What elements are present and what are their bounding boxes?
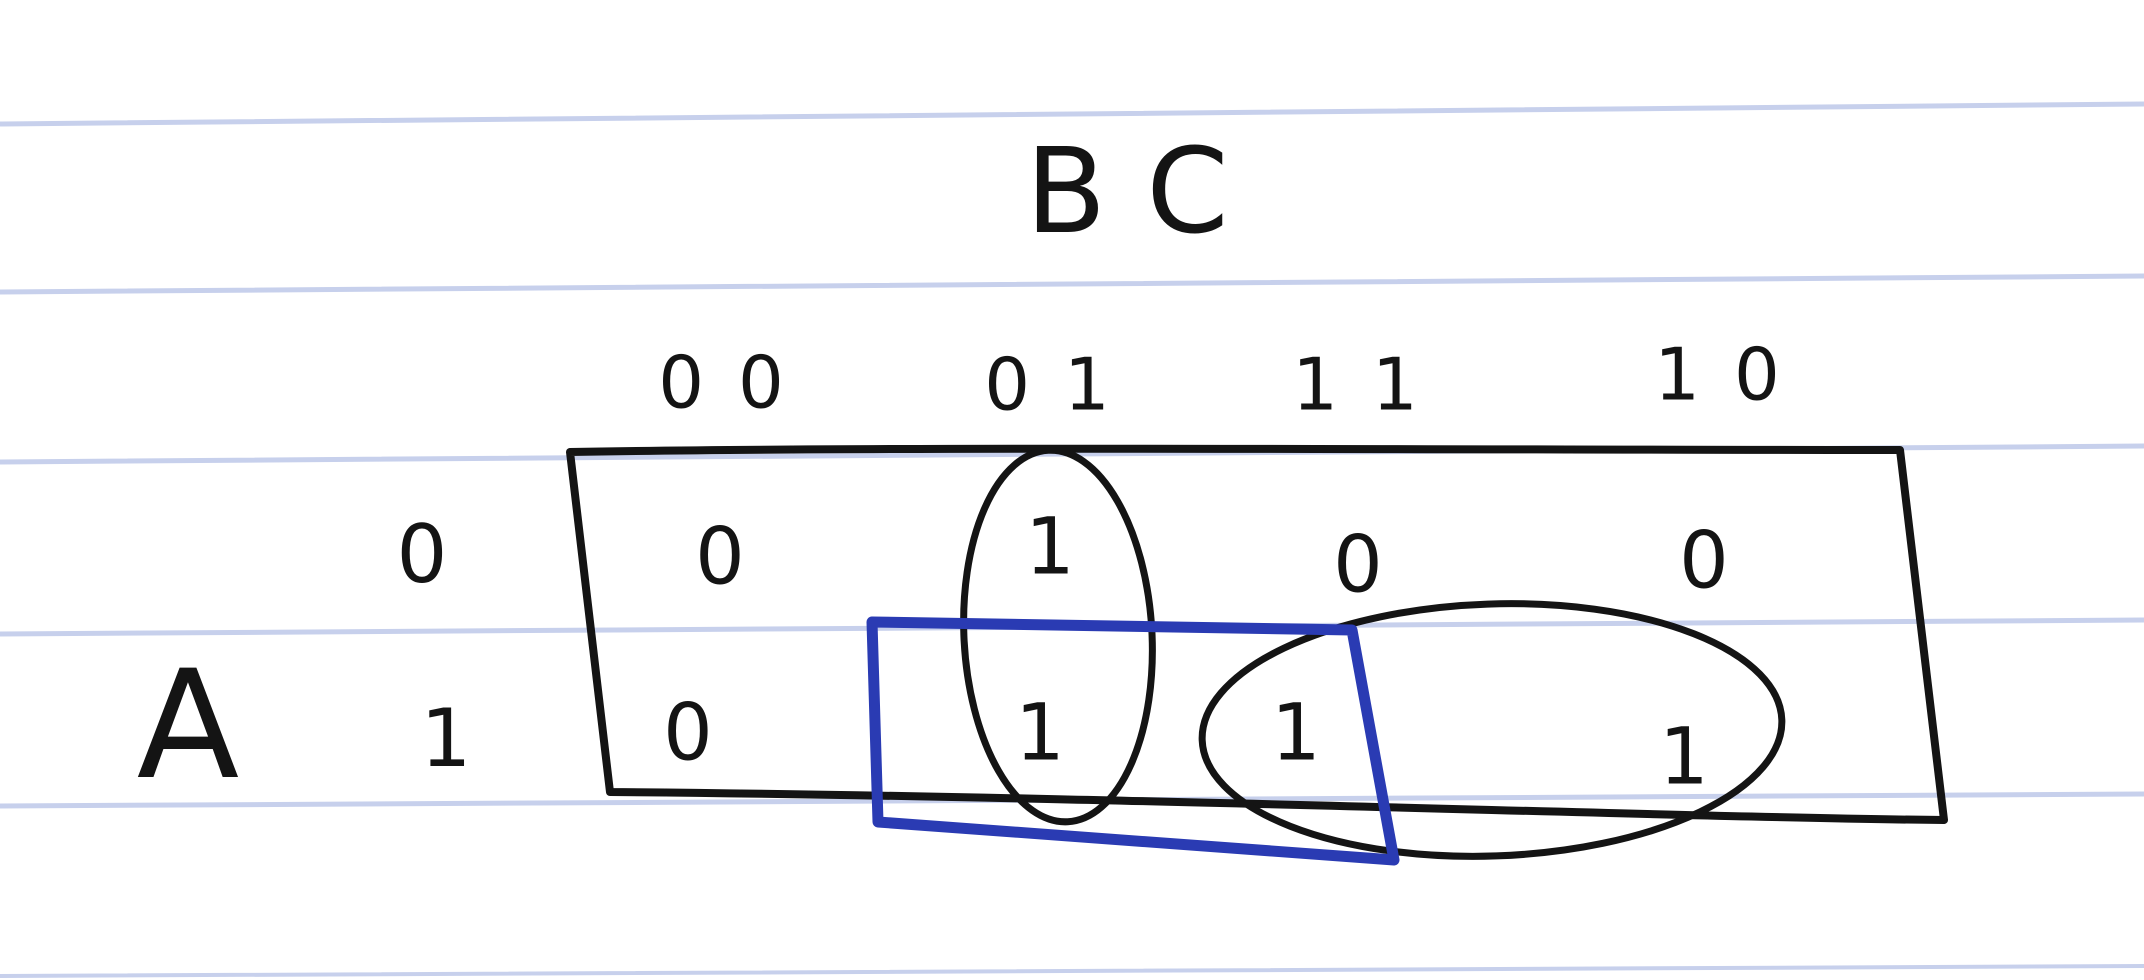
ruled-line	[0, 273, 2144, 295]
column-header: 01	[984, 343, 1144, 427]
ruled-line	[0, 101, 2144, 127]
kmap-cell: 0	[695, 512, 745, 602]
column-header: 10	[1654, 333, 1814, 417]
kmap-cell: 1	[1025, 502, 1075, 592]
kmap-frame	[566, 444, 1948, 824]
column-header: 00	[658, 341, 818, 425]
kmap-cells: 0 1 0 0 0 1 1 1	[663, 502, 1729, 802]
column-headers: 00 01 11 10	[658, 333, 1814, 427]
row-header: 1	[421, 692, 472, 785]
kmap-cell: 1	[1271, 688, 1321, 778]
horizontal-group-loop	[1198, 600, 1786, 860]
row-headers: 0 1	[397, 508, 472, 785]
groupings	[866, 446, 1786, 866]
row-header: 0	[397, 508, 448, 601]
kmap-cell: 1	[1015, 688, 1065, 778]
row-variable-label: A	[137, 639, 240, 813]
kmap-cell: 1	[1659, 712, 1709, 802]
column-variables-label: BC	[1025, 122, 1270, 260]
kmap-cell: 0	[663, 688, 713, 778]
kmap-cell: 0	[1679, 516, 1729, 606]
ruled-line	[0, 964, 2144, 978]
column-header: 11	[1292, 343, 1452, 427]
blue-group-rectangle	[866, 616, 1400, 866]
kmap-cell: 0	[1333, 520, 1383, 610]
